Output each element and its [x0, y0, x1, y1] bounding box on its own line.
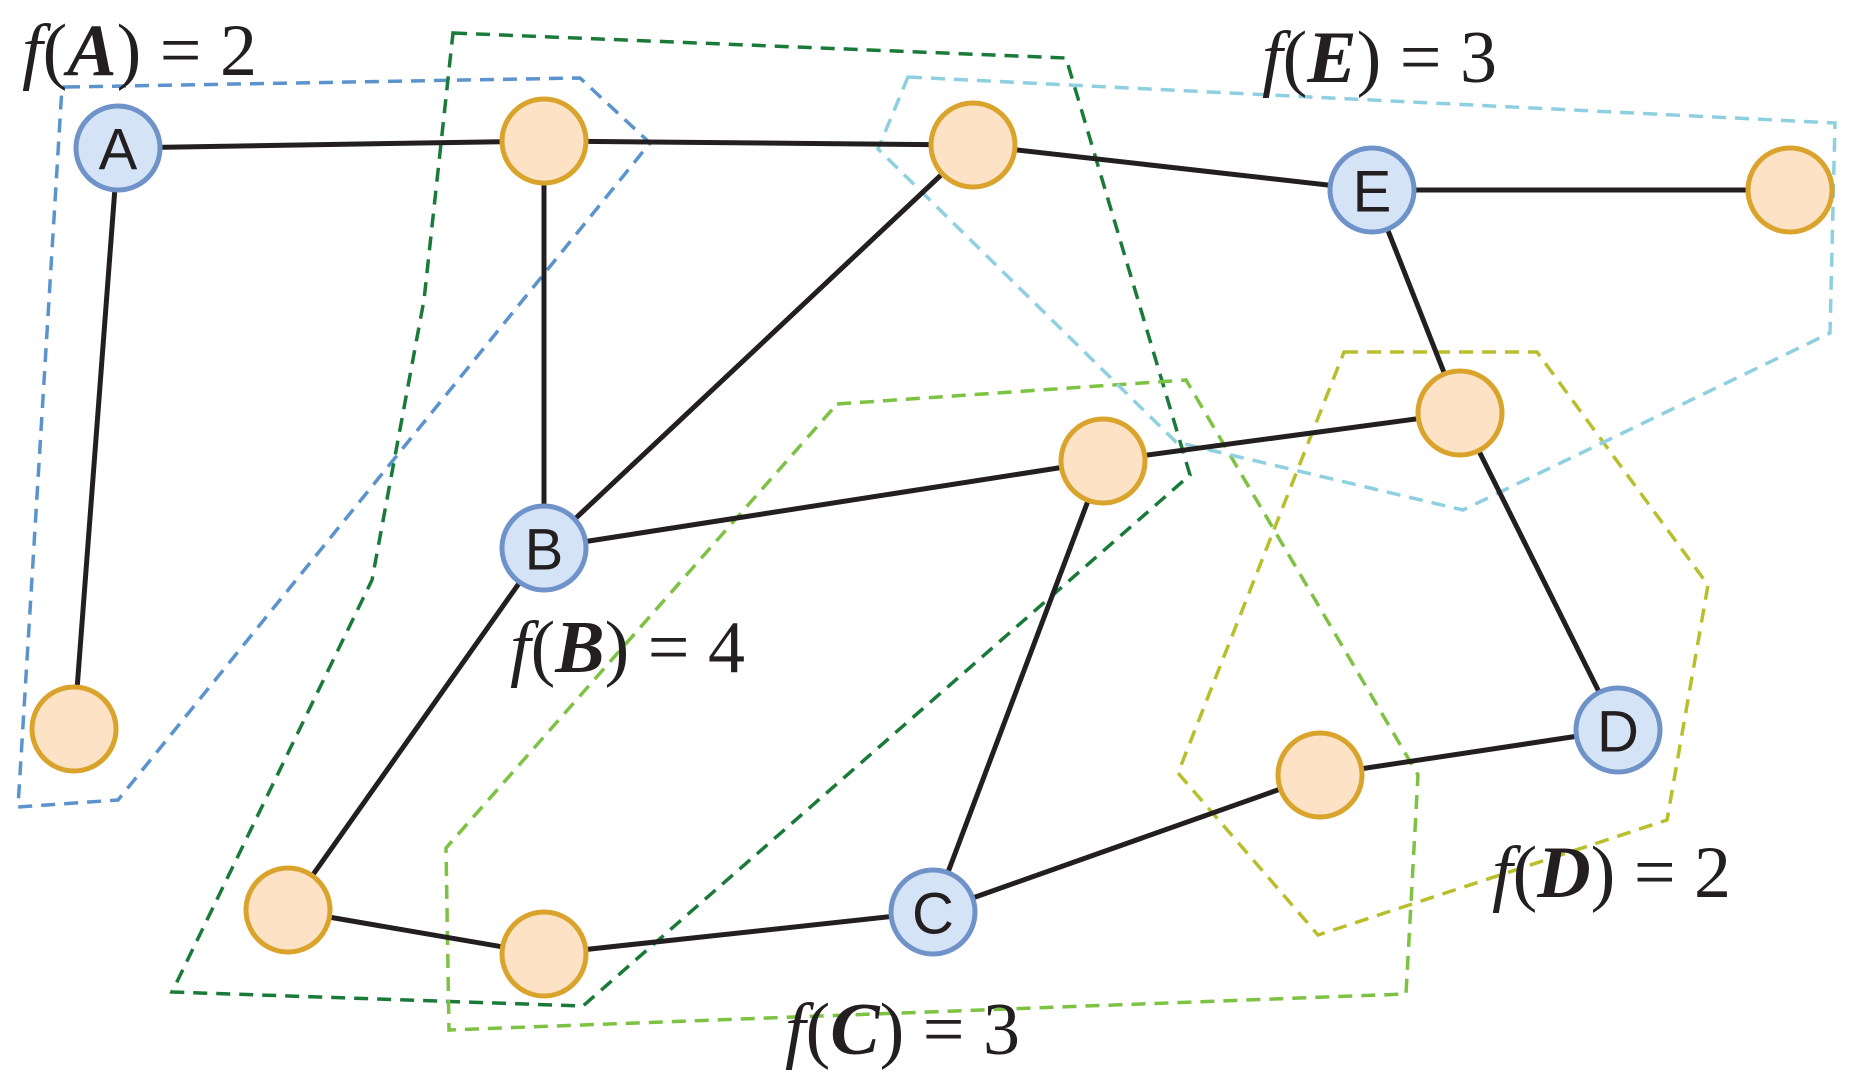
formula-b-close: ): [605, 607, 630, 689]
node-n2: [928, 100, 1018, 190]
edge-b-n2: [542, 143, 975, 550]
formula-d-open: (: [1513, 832, 1538, 914]
node-circle: [499, 909, 589, 999]
formula-e: f(E) = 3: [1262, 17, 1497, 99]
edge-n2-e: [972, 142, 1373, 193]
edge-n9-c: [543, 909, 934, 957]
formula-c-open: (: [806, 989, 831, 1071]
formula-c-rest: = 3: [904, 989, 1020, 1071]
formula-c-var: C: [830, 989, 881, 1071]
center-node-e: E: [1327, 145, 1417, 235]
node-circle: [73, 103, 163, 193]
node-circle: [1573, 685, 1663, 775]
center-node-a: A: [73, 103, 163, 193]
region-E: [875, 75, 1837, 512]
formula-e-close: ): [1357, 17, 1382, 99]
formula-b-rest: = 4: [629, 607, 745, 689]
center-node-c: C: [888, 867, 978, 957]
node-n5: [1058, 416, 1148, 506]
edge-b-n8: [285, 546, 547, 912]
edge-a-n6: [71, 147, 121, 730]
node-n9: [499, 909, 589, 999]
formula-e-var: E: [1306, 17, 1356, 99]
formula-d-var: D: [1536, 832, 1590, 914]
regions-layer: [16, 31, 1837, 1032]
nodes-layer: A E B D C: [29, 96, 1835, 999]
node-circle: [1745, 145, 1835, 235]
formula-a-var: A: [63, 10, 116, 92]
formula-b-open: (: [531, 607, 556, 689]
edge-n5-n4: [1102, 410, 1461, 464]
node-n6: [29, 684, 119, 774]
edge-a-n1: [117, 138, 545, 151]
node-label: A: [99, 118, 138, 183]
formula-e-rest: = 3: [1381, 17, 1497, 99]
formula-b-var: B: [554, 607, 604, 689]
formula-a: f(A) = 2: [22, 10, 257, 92]
formula-c: f(C) = 3: [785, 989, 1020, 1071]
center-node-d: D: [1573, 685, 1663, 775]
formula-a-close: ): [117, 10, 142, 92]
edge-n4-d: [1457, 411, 1621, 732]
formula-a-open: (: [43, 10, 68, 92]
edge-b-n5: [543, 458, 1104, 551]
node-circle: [1058, 416, 1148, 506]
region-B: [169, 31, 1192, 1008]
node-circle: [499, 96, 589, 186]
node-n8: [243, 865, 333, 955]
formula-a-rest: = 2: [141, 10, 257, 92]
node-n4: [1415, 368, 1505, 458]
edge-n7-d: [1319, 727, 1619, 778]
formula-d-rest: = 2: [1615, 832, 1731, 914]
formula-d: f(D) = 2: [1492, 832, 1731, 914]
edge-c-n7: [932, 772, 1321, 915]
node-label: D: [1597, 700, 1639, 765]
node-circle: [243, 865, 333, 955]
formula-d-close: ): [1591, 832, 1616, 914]
node-circle: [1415, 368, 1505, 458]
node-circle: [29, 684, 119, 774]
node-circle: [1327, 145, 1417, 235]
formula-c-close: ): [880, 989, 905, 1071]
node-n1: [499, 96, 589, 186]
edge-n1-n2: [543, 138, 974, 148]
region-C: [444, 378, 1420, 1032]
node-circle: [888, 867, 978, 957]
node-circle: [499, 503, 589, 593]
node-n7: [1275, 730, 1365, 820]
region-A: [16, 76, 653, 809]
node-label: C: [912, 882, 954, 947]
center-node-b: B: [499, 503, 589, 593]
edge-c-n5: [930, 460, 1106, 913]
node-n3: [1745, 145, 1835, 235]
node-circle: [928, 100, 1018, 190]
node-label: E: [1353, 160, 1392, 225]
formula-b: f(B) = 4: [510, 607, 745, 689]
node-circle: [1275, 730, 1365, 820]
node-label: B: [525, 518, 564, 583]
region-D: [1175, 350, 1710, 938]
formula-e-open: (: [1283, 17, 1308, 99]
